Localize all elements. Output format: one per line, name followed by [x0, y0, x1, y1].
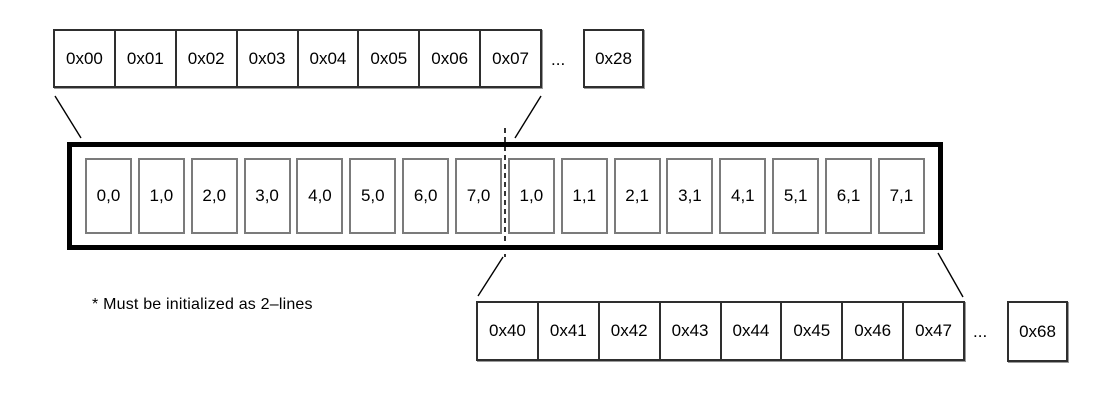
init-note: * Must be initialized as 2–lines	[92, 296, 313, 313]
display-cell: 1,1	[560, 158, 608, 234]
display-cell: 3,1	[666, 158, 714, 234]
address-cell: 0x46	[841, 301, 905, 361]
address-cell: 0x04	[296, 29, 360, 88]
connector-top-right-line	[514, 95, 542, 139]
connector-bottom-right-line	[937, 252, 964, 298]
display-cell: 6,1	[825, 158, 873, 234]
address-cell: 0x00	[53, 29, 116, 88]
display-cell: 1,0	[507, 158, 555, 234]
display-cell: 0,0	[85, 158, 132, 234]
address-cell: 0x45	[780, 301, 844, 361]
address-cell: 0x05	[357, 29, 421, 88]
address-cell: 0x47	[902, 301, 965, 361]
line1-ellipsis: ...	[551, 50, 566, 69]
address-cell: 0x41	[536, 301, 600, 361]
address-cell: 0x44	[719, 301, 783, 361]
address-cell: 0x40	[476, 301, 539, 361]
connector-top-left-line	[54, 95, 82, 139]
address-cell: 0x01	[113, 29, 177, 88]
address-cell: 0x43	[658, 301, 722, 361]
line2-last-address-cell: 0x68	[1007, 301, 1068, 362]
address-cell: 0x03	[235, 29, 299, 88]
display-cell: 7,0	[455, 158, 503, 234]
display-cell: 2,0	[190, 158, 238, 234]
connector-bottom-left-line	[477, 256, 504, 297]
address-cell: 0x07	[479, 29, 542, 88]
display-cell: 4,1	[719, 158, 767, 234]
display-cell: 2,1	[613, 158, 661, 234]
display-cell: 5,0	[349, 158, 397, 234]
display-cell: 1,0	[137, 158, 185, 234]
display-cell: 4,0	[296, 158, 344, 234]
display-cell: 7,1	[877, 158, 925, 234]
display-cell: 3,0	[243, 158, 291, 234]
address-cell: 0x06	[418, 29, 482, 88]
display-cell: 6,0	[402, 158, 450, 234]
line1-last-address-cell: 0x28	[583, 29, 644, 88]
line2-ellipsis: ...	[973, 322, 988, 341]
address-cell: 0x02	[174, 29, 238, 88]
address-cell: 0x42	[597, 301, 661, 361]
display-cell: 5,1	[772, 158, 820, 234]
